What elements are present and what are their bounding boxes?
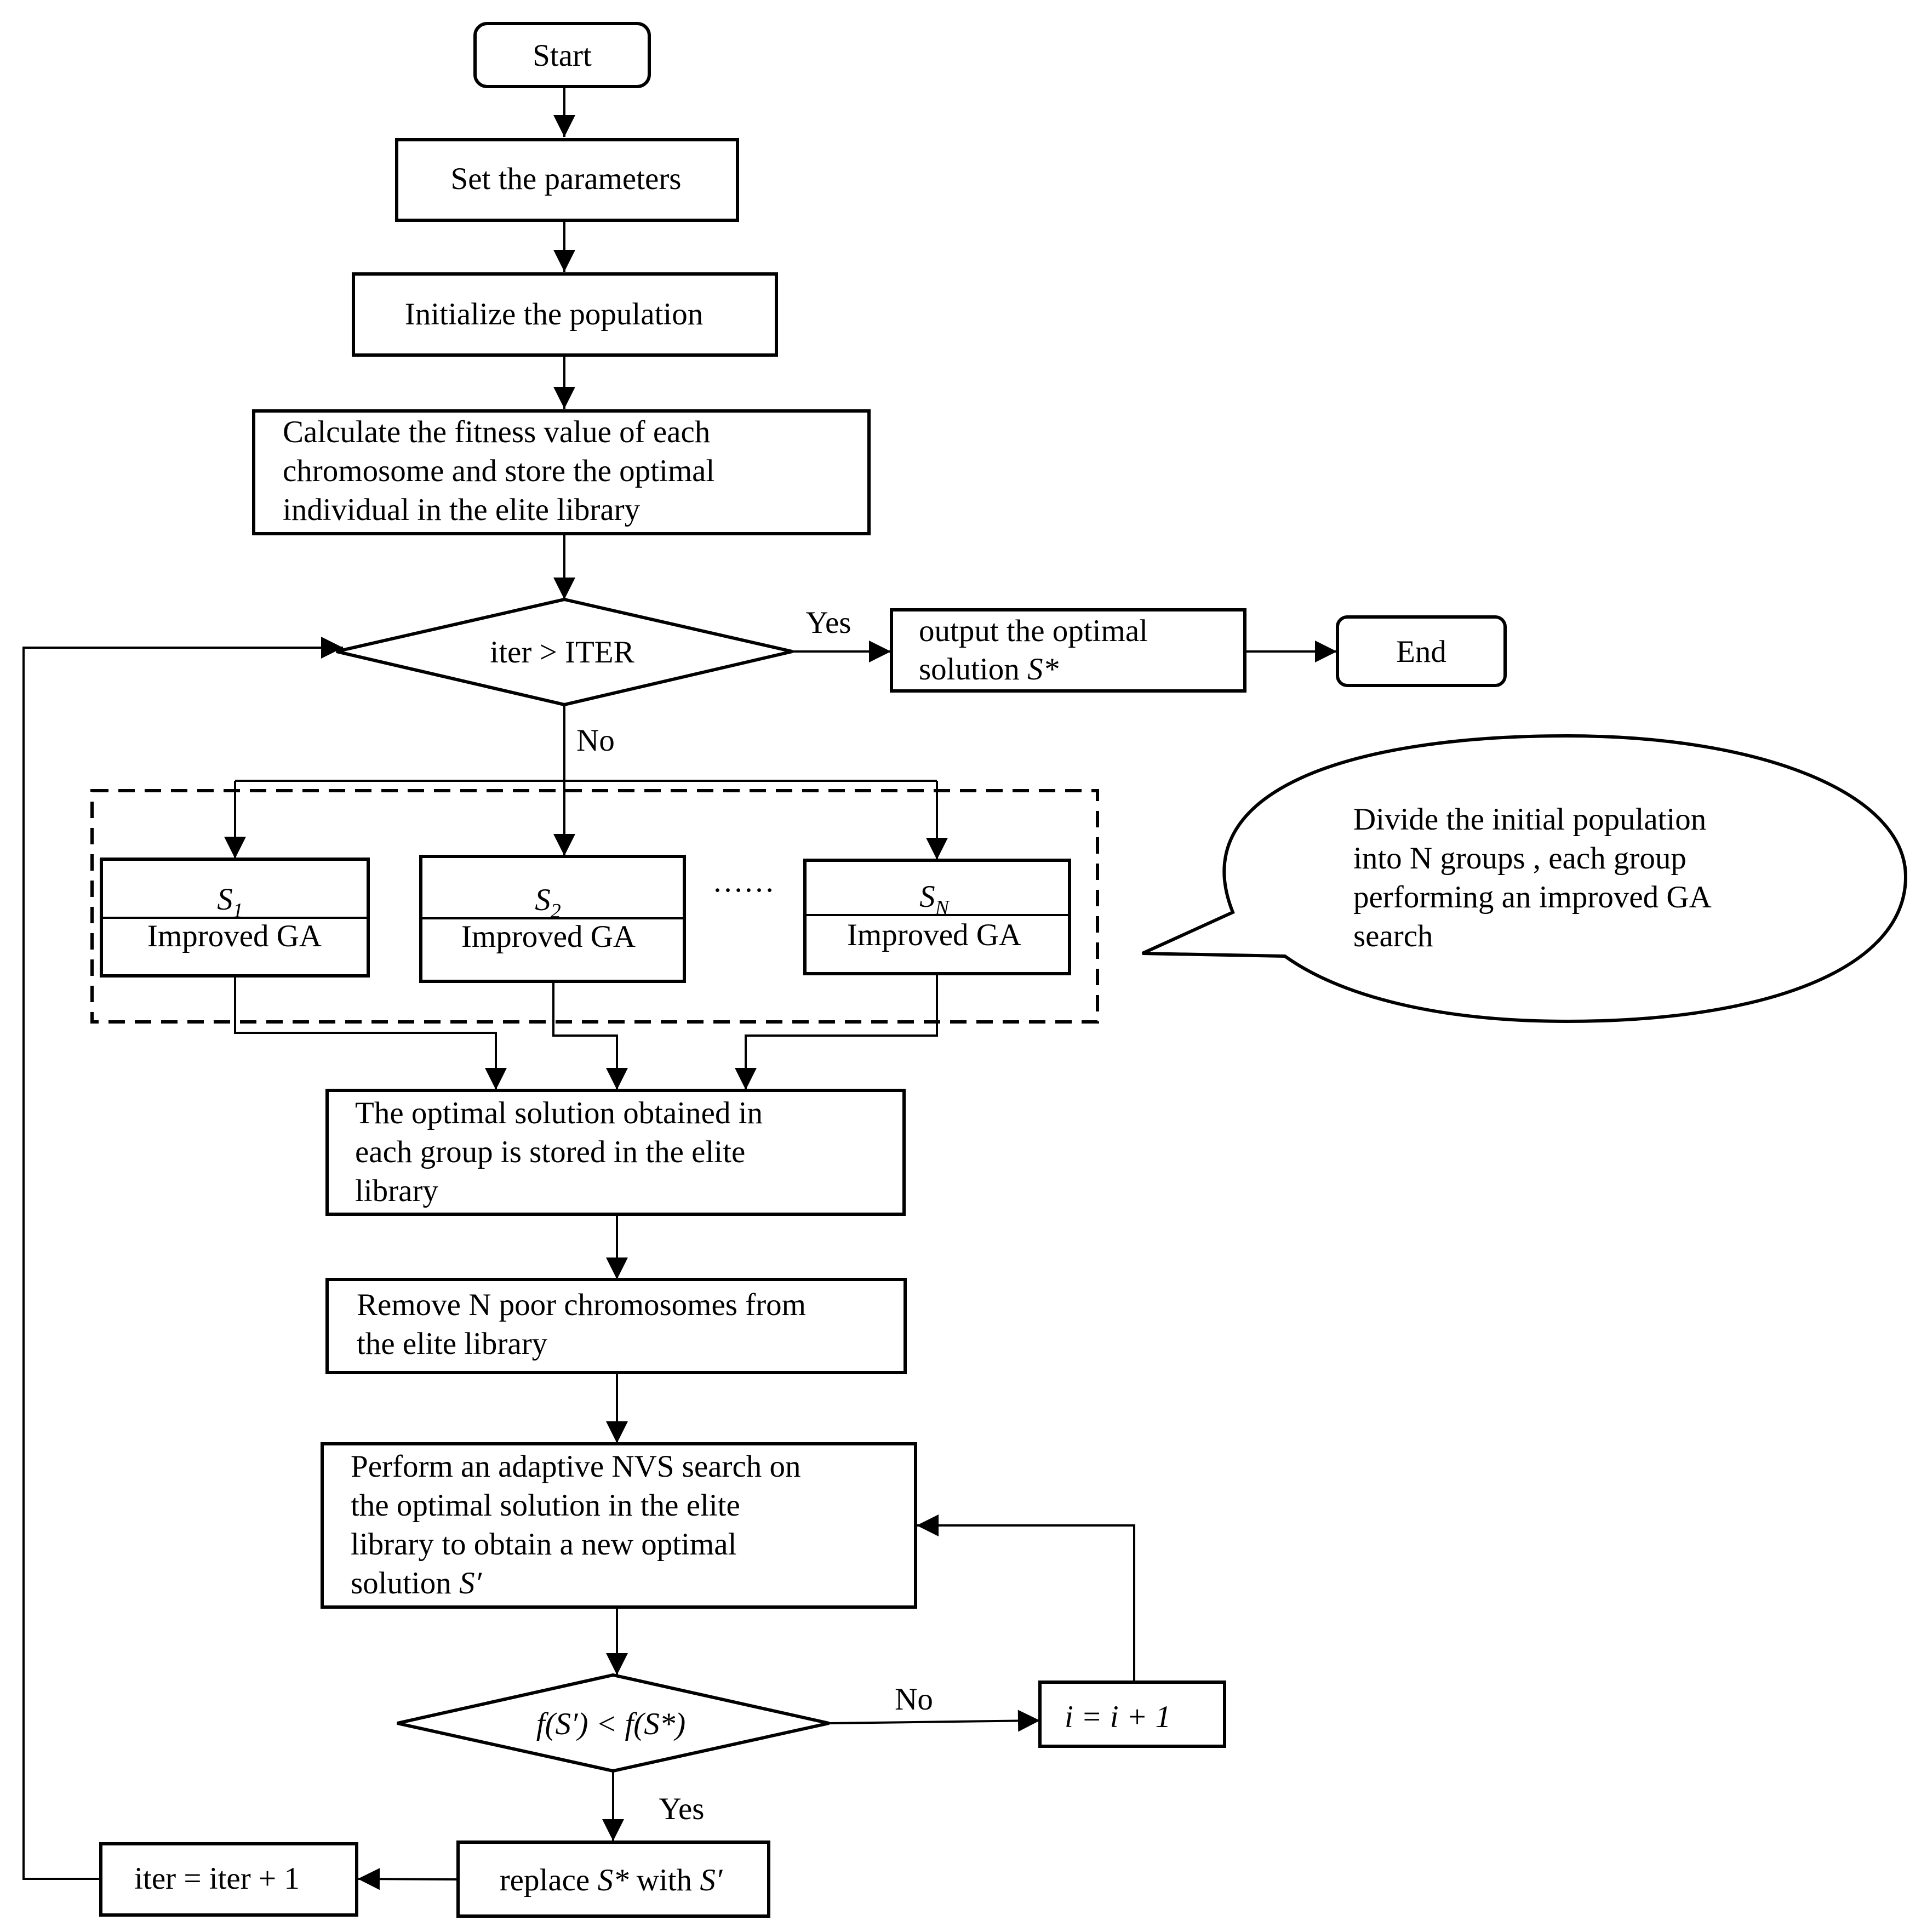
group-1-node: S1 Improved GA — [100, 858, 370, 978]
remove-poor-line-2: the elite library — [357, 1327, 548, 1361]
set-parameters-label: Set the parameters — [451, 162, 682, 196]
store-optimal-node: The optimal solution obtained in each gr… — [325, 1089, 906, 1216]
callout-line-1: Divide the initial population — [1353, 802, 1706, 837]
group-2-node: S2 Improved GA — [419, 855, 686, 983]
edge-iter-loop-back — [22, 637, 343, 1880]
replace-node: replace S* with S′ — [456, 1840, 770, 1918]
edge-label-no-bottom: No — [895, 1682, 933, 1717]
nvs-search-line-3: library to obtain a new optimal — [351, 1527, 736, 1562]
store-optimal-line-1: The optimal solution obtained in — [355, 1096, 763, 1130]
output-line-1: output the optimal — [919, 614, 1148, 648]
group-2-symbol: S2 — [535, 883, 561, 923]
output-line-2: solution S* — [919, 652, 1059, 687]
edge-groupN-merge — [735, 974, 938, 1090]
decision-iter-node: iter > ITER — [336, 597, 793, 707]
init-population-label: Initialize the population — [405, 297, 704, 331]
nvs-search-line-2: the optimal solution in the elite — [351, 1488, 740, 1523]
edge-i-loop-back — [917, 1514, 1135, 1682]
replace-label: replace S* with S′ — [500, 1863, 723, 1897]
callout-line-4: search — [1353, 919, 1433, 953]
callout-line-3: performing an improved GA — [1353, 880, 1712, 914]
store-optimal-line-2: each group is stored in the elite — [355, 1135, 745, 1169]
group-2-label: Improved GA — [461, 919, 636, 954]
decision-fitness-label: f(S′) < f(S*) — [536, 1707, 686, 1741]
group-n-label: Improved GA — [847, 918, 1021, 952]
remove-poor-node: Remove N poor chromosomes from the elite… — [325, 1278, 907, 1374]
nvs-search-line-1: Perform an adaptive NVS search on — [351, 1449, 801, 1484]
end-node: End — [1336, 615, 1507, 687]
increment-i-label: i = i + 1 — [1065, 1700, 1171, 1734]
end-label: End — [1396, 635, 1446, 669]
init-population-node: Initialize the population — [352, 272, 778, 357]
callout-line-2: into N groups , each group — [1353, 841, 1686, 876]
store-optimal-line-3: library — [355, 1174, 438, 1208]
calc-fitness-line-2: chromosome and store the optimal — [283, 454, 714, 488]
set-parameters-node: Set the parameters — [395, 138, 739, 222]
start-label: Start — [533, 38, 592, 73]
edge-group2-merge — [552, 981, 628, 1090]
calc-fitness-node: Calculate the fitness value of each chro… — [252, 409, 871, 535]
decision-iter-label: iter > ITER — [490, 635, 634, 670]
nvs-search-line-4: solution S′ — [351, 1566, 482, 1601]
connectors — [22, 87, 1337, 1890]
group-1-label: Improved GA — [147, 919, 322, 953]
decision-fitness-node: f(S′) < f(S*) — [397, 1673, 830, 1773]
group-n-symbol: SN — [919, 879, 951, 919]
callout-bubble — [1141, 734, 1908, 1024]
edge-label-yes-bottom: Yes — [659, 1792, 705, 1826]
parallel-groups-frame — [90, 789, 1099, 1024]
increment-i-node: i = i + 1 — [1038, 1681, 1226, 1748]
edge-label-yes-top: Yes — [806, 605, 851, 640]
increment-iter-node: iter = iter + 1 — [99, 1842, 358, 1917]
group-1-symbol: S1 — [217, 882, 243, 922]
output-optimal-node: output the optimal solution S* — [890, 608, 1246, 693]
calc-fitness-line-3: individual in the elite library — [283, 493, 641, 527]
callout-text: Divide the initial population into N gro… — [1353, 802, 1712, 953]
nvs-search-node: Perform an adaptive NVS search on the op… — [321, 1442, 917, 1609]
edge-cond2-no — [828, 1710, 1040, 1732]
start-node: Start — [473, 22, 651, 88]
edge-group1-merge — [234, 976, 507, 1090]
calc-fitness-line-1: Calculate the fitness value of each — [283, 415, 710, 449]
edge-label-no-top: No — [576, 723, 615, 758]
groups-ellipsis: …… — [712, 864, 775, 899]
increment-iter-label: iter = iter + 1 — [134, 1861, 300, 1896]
remove-poor-line-1: Remove N poor chromosomes from — [357, 1288, 806, 1322]
group-n-node: SN Improved GA — [803, 859, 1071, 975]
